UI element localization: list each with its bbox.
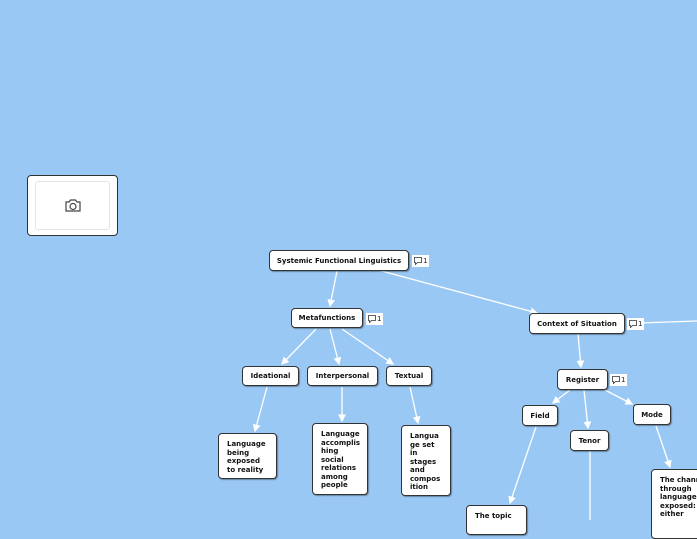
- edge-register-field: [551, 389, 571, 404]
- speech-bubble-icon: [629, 320, 637, 328]
- edge-root-context: [377, 269, 539, 316]
- comment-count: 1: [638, 320, 643, 328]
- edge-register-mode: [602, 388, 634, 405]
- edge-ideational-desc: [252, 386, 268, 433]
- comment-count: 1: [423, 257, 428, 265]
- node-metafunctions[interactable]: Metafunctions: [291, 308, 363, 328]
- edge-context-register: [576, 333, 585, 369]
- edge-field-desc: [508, 426, 537, 505]
- comment-badge-metafunctions[interactable]: 1: [366, 313, 384, 325]
- node-register[interactable]: Register: [557, 369, 608, 390]
- image-placeholder[interactable]: [27, 175, 118, 236]
- comment-count: 1: [377, 315, 382, 323]
- speech-bubble-icon: [368, 315, 376, 323]
- node-interpersonal-desc[interactable]: Language accomplis hing social relations…: [312, 423, 368, 495]
- node-textual-desc[interactable]: Langua ge set in stages and compos ition: [401, 425, 451, 496]
- edge-mode-desc: [655, 425, 672, 469]
- node-ideational[interactable]: Ideational: [242, 366, 299, 386]
- node-textual[interactable]: Textual: [386, 366, 432, 386]
- edge-context-offscreen: [639, 320, 697, 324]
- camera-icon: [64, 199, 81, 212]
- connectors: [252, 269, 697, 520]
- node-mode-desc[interactable]: The chann through language exposed: eith…: [651, 469, 697, 539]
- edge-root-metafunctions: [327, 270, 338, 308]
- node-field-desc[interactable]: The topic: [466, 505, 527, 535]
- comment-badge-register[interactable]: 1: [610, 374, 628, 386]
- speech-bubble-icon: [414, 257, 422, 265]
- edge-meta-interpersonal: [329, 328, 342, 366]
- node-ideational-desc[interactable]: Language being exposed to reality: [218, 433, 277, 479]
- edge-textual-desc: [409, 386, 421, 425]
- edge-register-tenor: [583, 389, 592, 430]
- node-tenor[interactable]: Tenor: [570, 430, 609, 451]
- comment-badge-root[interactable]: 1: [412, 255, 430, 267]
- node-context[interactable]: Context of Situation: [529, 313, 625, 334]
- image-frame: [35, 181, 110, 230]
- comment-badge-context[interactable]: 1: [627, 318, 645, 330]
- node-interpersonal[interactable]: Interpersonal: [307, 366, 378, 386]
- comment-count: 1: [621, 376, 626, 384]
- speech-bubble-icon: [612, 376, 620, 384]
- node-root[interactable]: Systemic Functional Linguistics: [269, 250, 409, 271]
- node-field[interactable]: Field: [522, 405, 558, 426]
- node-mode[interactable]: Mode: [633, 404, 671, 425]
- edge-meta-ideational: [281, 328, 317, 365]
- edge-meta-textual: [341, 328, 395, 365]
